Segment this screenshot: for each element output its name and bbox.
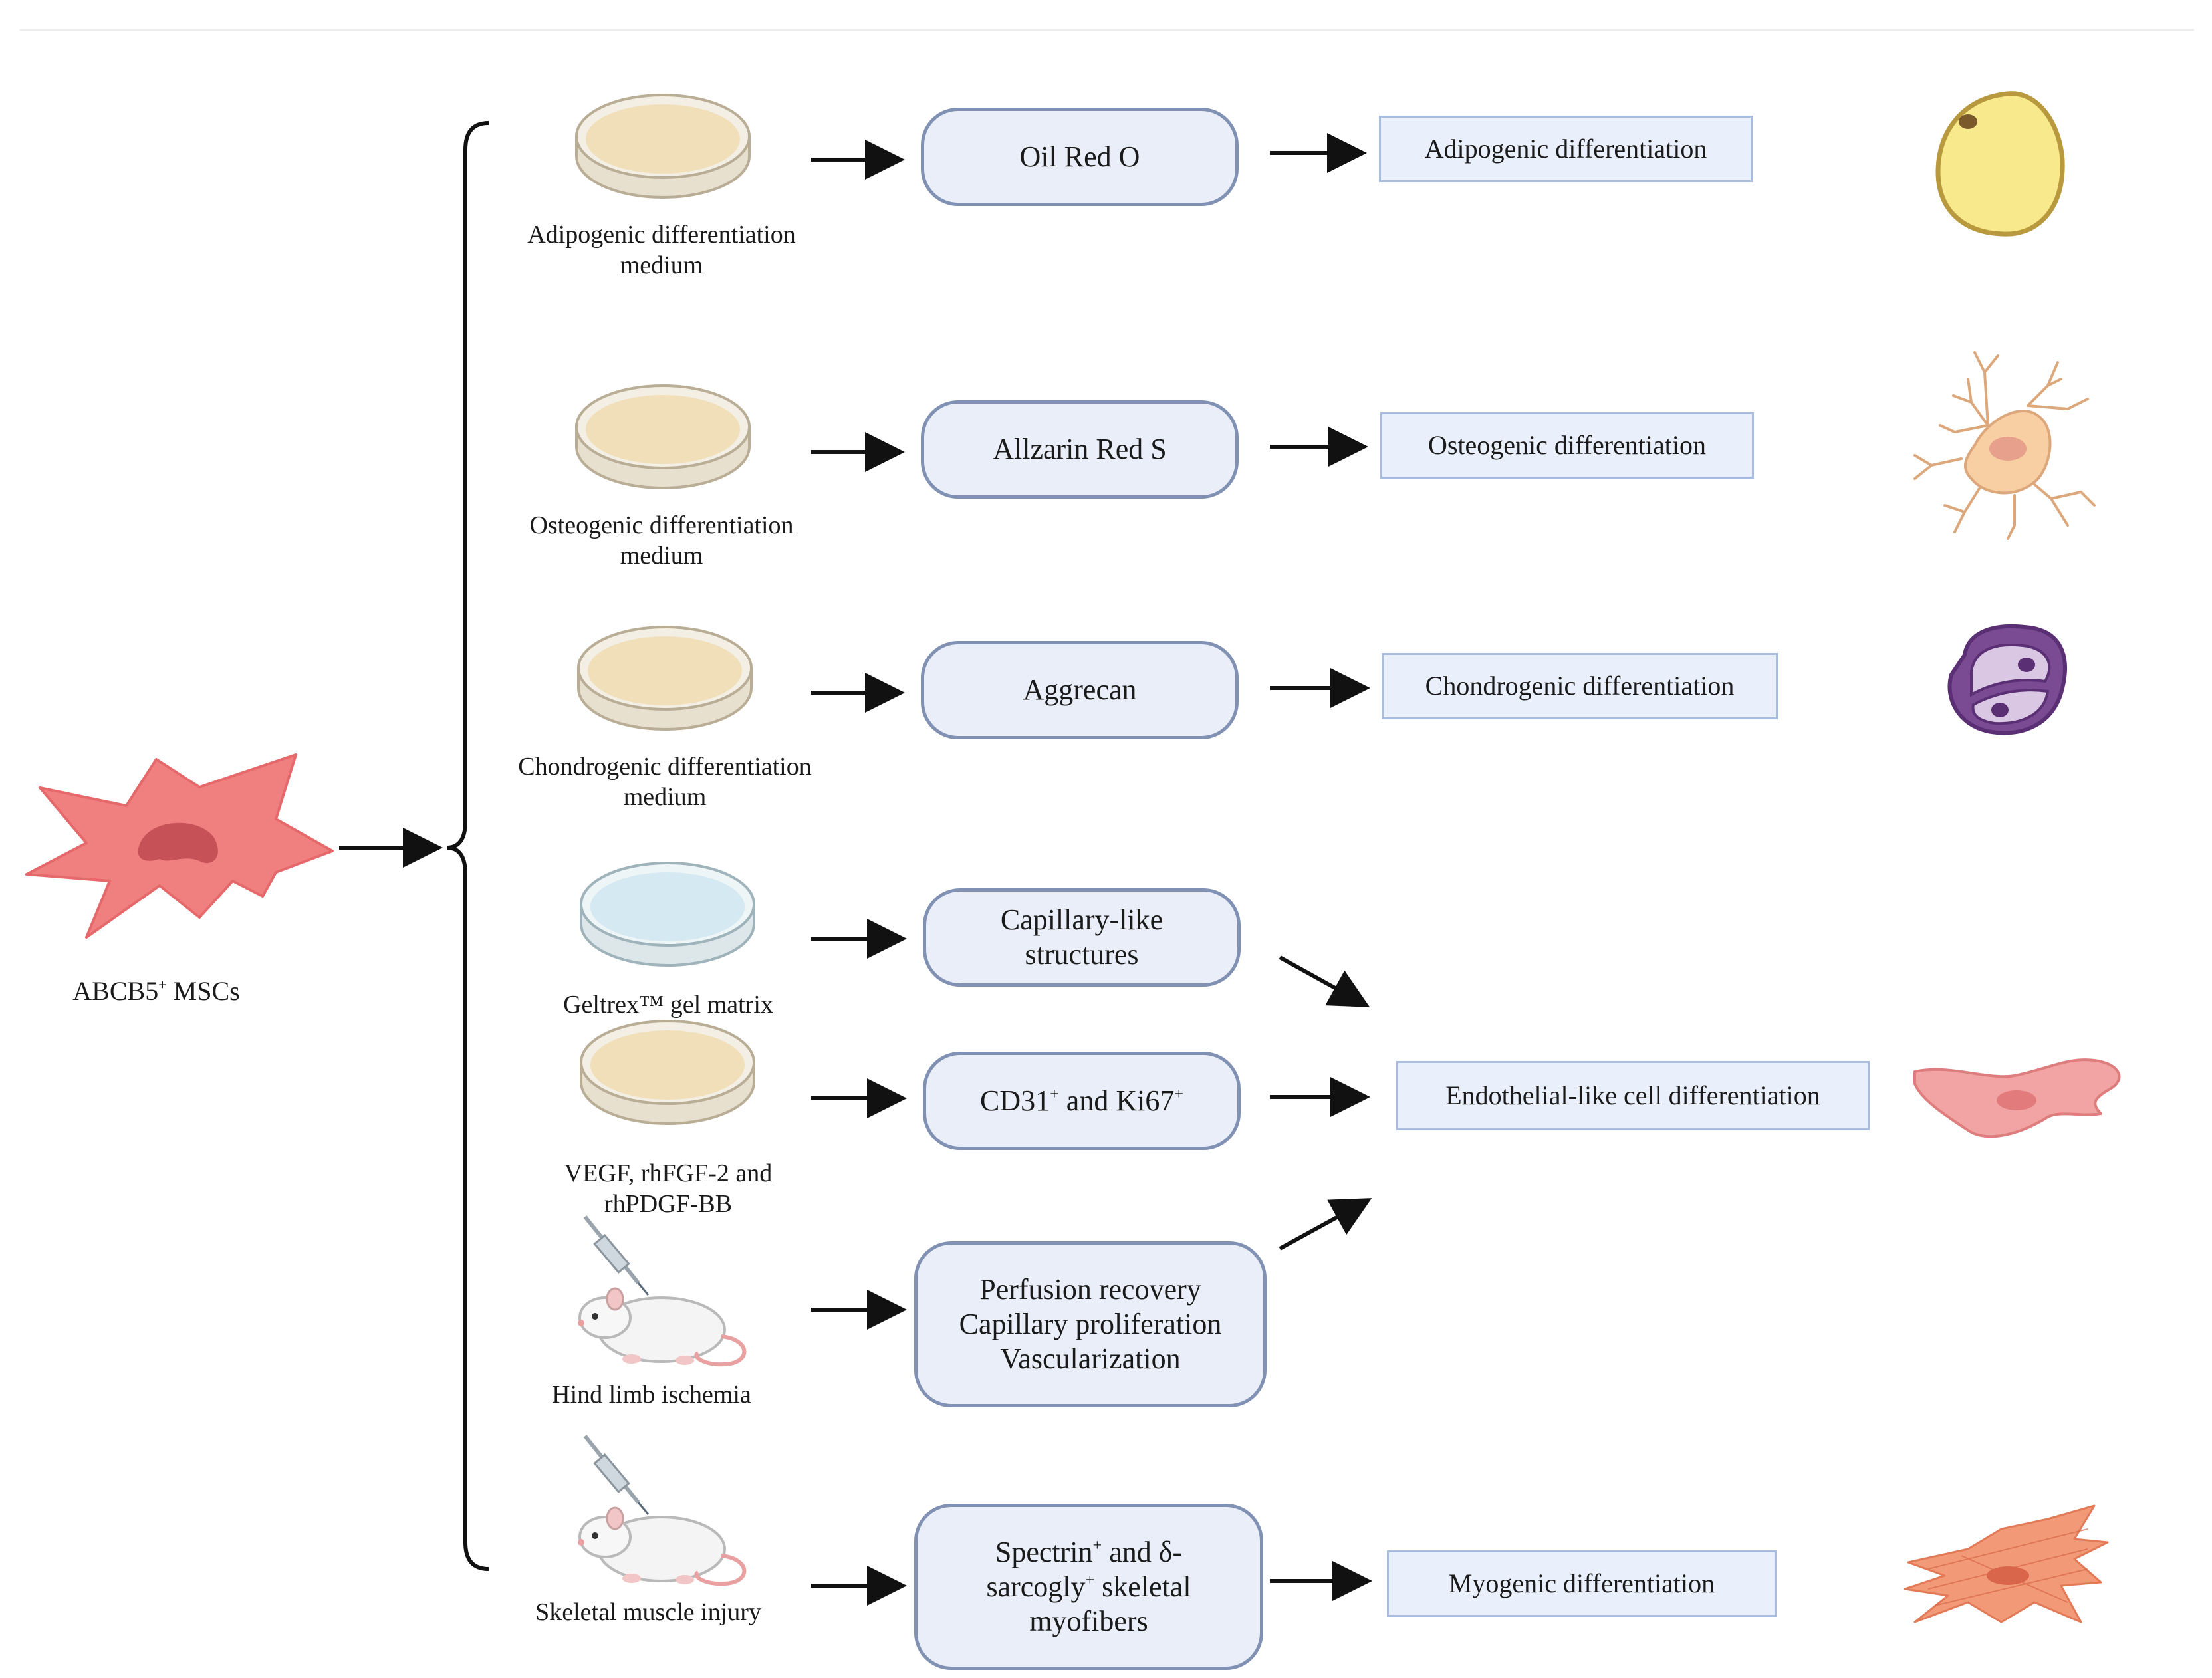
osteocyte-icon [1913,351,2096,540]
outcome-endothelial: Endothelial-like cell differentiation [1396,1061,1870,1130]
brace [446,121,489,1571]
outcome-myogenic: Myogenic differentiation [1387,1550,1777,1617]
assay-spectrin-myofibers: Spectrin+ and δ- sarcogly+ skeletal myof… [914,1504,1263,1670]
outcome-adipogenic: Adipogenic differentiation [1379,116,1753,182]
condition-label-geltrex: Geltrex™ gel matrix [563,991,773,1019]
petri-dish-icon [575,94,751,199]
petri-dish-icon [580,1020,755,1125]
assay-oil-red-o: Oil Red O [921,108,1239,206]
adipocyte-icon [1935,91,2065,237]
outcome-osteogenic: Osteogenic differentiation [1380,412,1754,479]
arrows-to-assays [811,140,907,1606]
condition-label-hind-limb: Hind limb ischemia [552,1381,751,1409]
outcome-chondrogenic: Chondrogenic differentiation [1382,653,1778,719]
petri-dish-icon [580,862,755,967]
mouse-injection-icon [578,1436,744,1584]
chondrocyte-icon [1947,624,2067,735]
petri-dish-icon [575,384,751,489]
condition-label-muscle-injury: Skeletal muscle injury [535,1598,761,1626]
endothelial-cell-icon [1913,1058,2121,1138]
msc-cell-icon [25,753,334,939]
arrows-to-outcomes [1270,133,1372,1601]
assay-cd31-ki67: CD31+ and Ki67+ [923,1052,1241,1150]
assay-aggrecan: Aggrecan [921,641,1239,739]
myocyte-icon [1904,1504,2109,1623]
source-label: ABCB5+ MSCs [72,976,240,1006]
petri-dish-icon [577,626,753,731]
mouse-injection-icon [578,1217,744,1365]
assay-alizarin-red: Allzarin Red S [921,400,1239,499]
